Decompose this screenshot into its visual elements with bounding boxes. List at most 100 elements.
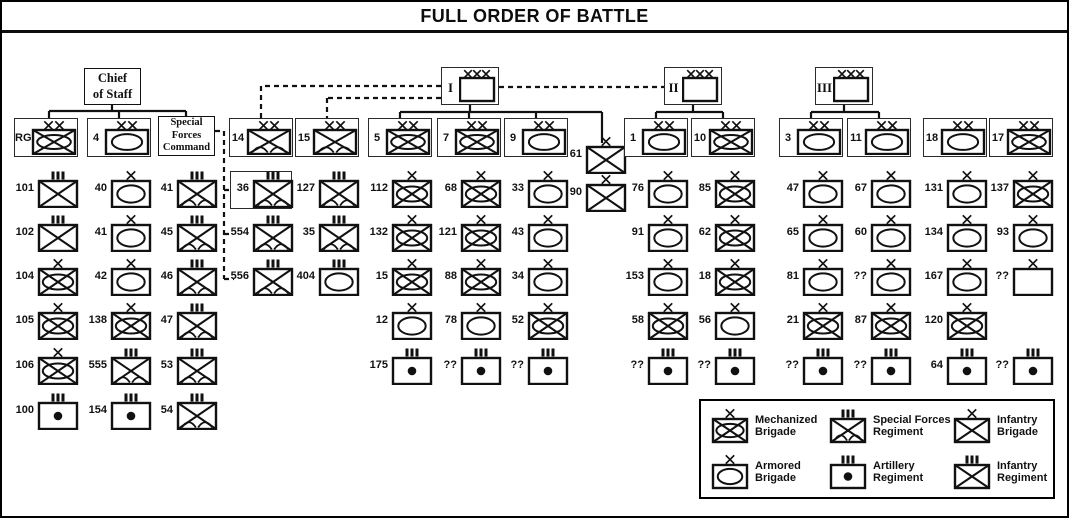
dashed-corps-i-to-15: [325, 96, 441, 118]
unit-label: 154: [88, 404, 107, 416]
unit-90: 90: [555, 174, 628, 212]
unit-label: 555: [88, 359, 107, 371]
unit-label: 134: [924, 226, 943, 238]
corps-label: I: [447, 80, 454, 95]
special-forces-icon: [312, 120, 358, 155]
unit-label: 91: [631, 226, 644, 238]
legend-item: Special Forces Regiment: [828, 408, 951, 444]
unit-121: 121: [430, 214, 503, 252]
armored-icon: [711, 454, 749, 490]
special-forces-icon: [252, 171, 294, 208]
unit-??: ??: [772, 347, 845, 385]
unit-label: 36: [236, 182, 249, 194]
unit-label: 41: [94, 226, 107, 238]
armored-icon: [802, 170, 844, 208]
unit-153: 153: [617, 258, 690, 296]
unit-112: 112: [361, 170, 434, 208]
unit-label: 121: [438, 226, 457, 238]
legend-label: Armored Brigade: [755, 459, 801, 484]
unit-label: 85: [698, 182, 711, 194]
armored-icon: [391, 302, 433, 340]
unit-label: 33: [511, 182, 524, 194]
legend-item: Infantry Brigade: [952, 408, 1038, 444]
legend-label: Mechanized Brigade: [755, 413, 818, 438]
special-forces-icon: [176, 215, 218, 252]
special-forces-icon: [246, 120, 292, 155]
unit-??: ??: [497, 347, 570, 385]
unit-15: 15: [361, 258, 434, 296]
division-label: 15: [297, 132, 311, 144]
unit-label: 41: [160, 182, 173, 194]
unit-41: 41: [80, 214, 153, 252]
unit-137: 137: [982, 170, 1055, 208]
unit-??: ??: [840, 258, 913, 296]
mechanized-icon: [714, 170, 756, 208]
legend-label: Special Forces Regiment: [873, 413, 951, 438]
unit-label: 132: [369, 226, 388, 238]
mechanized-icon: [870, 302, 912, 340]
special-forces-icon: [176, 348, 218, 385]
special-forces-icon: [252, 259, 294, 296]
unit-127: 127: [288, 170, 361, 208]
legend-item: Mechanized Brigade: [710, 408, 817, 444]
armored-icon: [647, 170, 689, 208]
unit-88: 88: [430, 258, 503, 296]
mechanized-icon: [802, 302, 844, 340]
page-title: FULL ORDER OF BATTLE: [2, 2, 1067, 33]
division-7: 7: [437, 118, 501, 157]
mechanized-icon: [527, 302, 569, 340]
unit-label: 100: [15, 404, 34, 416]
chief-of-staff-branch: [47, 105, 188, 119]
unit-101: 101: [7, 170, 80, 208]
legend-item: Infantry Regiment: [952, 454, 1047, 490]
mechanized-icon: [714, 214, 756, 252]
unit-60: 60: [840, 214, 913, 252]
unit-81: 81: [772, 258, 845, 296]
unit-label: 137: [990, 182, 1009, 194]
unit-404: 404: [288, 258, 361, 296]
unit-label: ??: [785, 359, 799, 371]
legend-label: Infantry Brigade: [997, 413, 1038, 438]
unit-label: 52: [511, 314, 524, 326]
legend-label: Artillery Regiment: [873, 459, 924, 484]
special-forces-icon: [829, 409, 867, 444]
mechanized-icon: [460, 170, 502, 208]
unit-47: 47: [146, 302, 219, 340]
unit-85: 85: [684, 170, 757, 208]
unit-label: 90: [569, 186, 582, 198]
unit-64: 64: [916, 347, 989, 385]
armored-icon: [110, 214, 152, 252]
artillery-icon: [829, 455, 867, 490]
unit-label: 54: [160, 404, 173, 416]
unit-label: 21: [786, 314, 799, 326]
artillery-icon: [391, 348, 433, 385]
artillery-icon: [714, 348, 756, 385]
unit-45: 45: [146, 214, 219, 252]
mechanized-icon: [460, 258, 502, 296]
unit-label: 12: [375, 314, 388, 326]
armored-icon: [870, 258, 912, 296]
armored-icon: [527, 170, 569, 208]
unit-label: 88: [444, 270, 457, 282]
unit-12: 12: [361, 302, 434, 340]
infantry-icon: [585, 174, 627, 212]
armored-icon: [946, 214, 988, 252]
armored-icon: [864, 120, 910, 155]
mechanized-icon: [647, 302, 689, 340]
unit-105: 105: [7, 302, 80, 340]
special-forces-icon: [318, 171, 360, 208]
unit-label: ??: [853, 359, 867, 371]
unit-label: 68: [444, 182, 457, 194]
division-5: 5: [368, 118, 432, 157]
artillery-icon: [802, 348, 844, 385]
mechanized-icon: [391, 170, 433, 208]
unit-label: 64: [930, 359, 943, 371]
special-forces-icon: [176, 171, 218, 208]
unit-62: 62: [684, 214, 757, 252]
special-forces-icon: [176, 393, 218, 430]
division-label: 18: [925, 132, 939, 144]
unit-label: 53: [160, 359, 173, 371]
unit-label: 61: [569, 148, 582, 160]
